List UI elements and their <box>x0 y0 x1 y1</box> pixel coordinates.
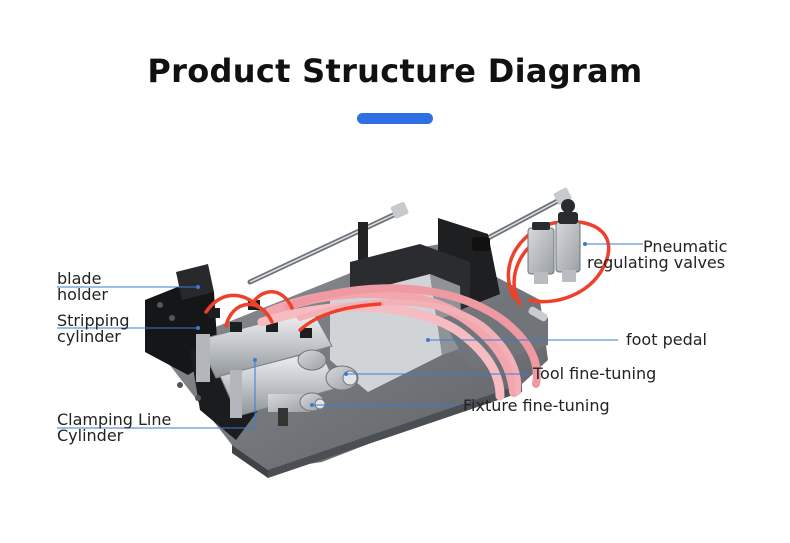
title-accent-bar <box>357 113 433 124</box>
label-stripping-cylinder-line1: Stripping <box>57 311 130 330</box>
label-foot-pedal: foot pedal <box>626 330 707 349</box>
regulating-valve-unit <box>527 199 581 322</box>
label-blade-holder-line1: blade <box>57 269 102 288</box>
label-fixture-fine-tuning: Fixture fine-tuning <box>463 396 610 415</box>
leader-anchors <box>196 242 587 407</box>
label-blade-holder-line2: holder <box>57 285 108 304</box>
leader-lines <box>57 243 643 429</box>
label-clamping-cylinder-line1: Clamping Line <box>57 410 172 429</box>
label-pneumatic-valves-line2: regulating valves <box>587 253 726 272</box>
leader-clamping-cylinder <box>57 360 256 429</box>
label-pneumatic-valves-line1: Pneumatic <box>643 237 728 256</box>
label-clamping-cylinder-line2: Cylinder <box>57 426 124 445</box>
page-title: Product Structure Diagram <box>147 52 643 90</box>
fine-tuning-knobs <box>297 349 359 412</box>
label-tool-fine-tuning: Tool fine-tuning <box>533 364 657 383</box>
label-stripping-cylinder-line2: cylinder <box>57 327 121 346</box>
